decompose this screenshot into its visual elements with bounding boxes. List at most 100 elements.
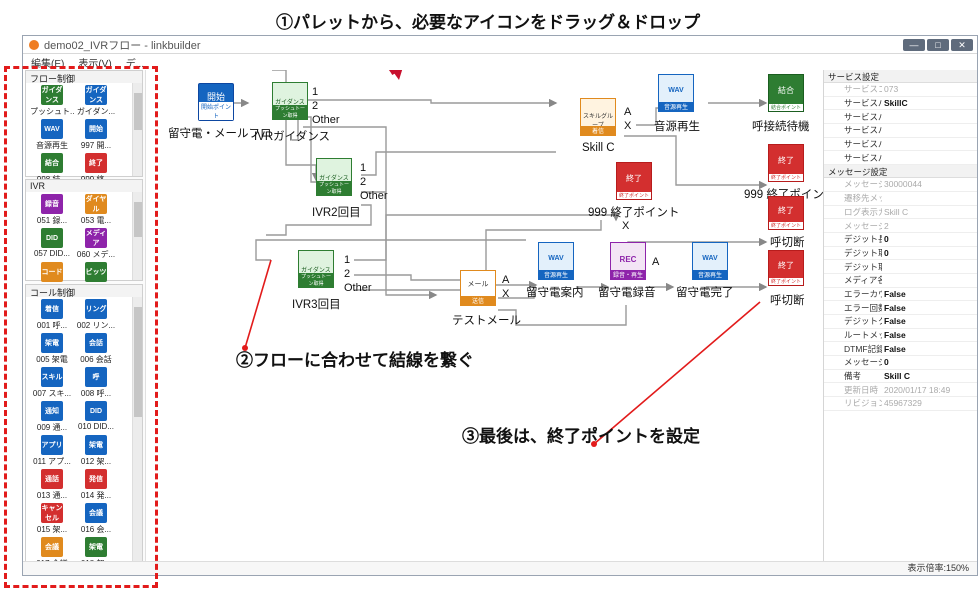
property-value[interactable]: False bbox=[884, 316, 906, 327]
node-end3[interactable]: 終了 終了ポイント bbox=[768, 196, 804, 230]
node-badge: 終了ポイント bbox=[769, 278, 803, 285]
property-row[interactable]: デジット取得...0 bbox=[824, 247, 977, 261]
palette-item-label: 060 メデ... bbox=[76, 250, 116, 259]
property-row[interactable]: メッセージ種...0 bbox=[824, 356, 977, 370]
property-key: メッセージ種別 bbox=[844, 220, 882, 231]
node-wav1[interactable]: WAV 音源再生 bbox=[658, 74, 694, 112]
menu-more[interactable]: デ... bbox=[125, 59, 145, 70]
node-end4[interactable]: 終了 終了ポイント bbox=[768, 250, 804, 286]
scrollbar[interactable] bbox=[132, 297, 142, 573]
flow-canvas[interactable]: 開始 開始ポイント 留守電・メールフロ ガイダンス再生 プッシュトーン取得 IV… bbox=[145, 70, 835, 575]
maximize-button[interactable]: □ bbox=[927, 38, 949, 51]
property-row[interactable]: メッセージ種別2 bbox=[824, 219, 977, 233]
palette-item-icon: 録音 bbox=[41, 194, 63, 214]
property-value[interactable]: 2 bbox=[884, 220, 889, 231]
property-value[interactable]: 2020/01/17 18:49 bbox=[884, 384, 951, 395]
property-value[interactable]: 0 bbox=[884, 357, 889, 368]
property-row[interactable]: ルートメッセー...False bbox=[824, 329, 977, 343]
property-row[interactable]: メッセージID30000044 bbox=[824, 178, 977, 192]
palette-item-icon: 終了 bbox=[85, 153, 107, 173]
property-row[interactable]: ログ表示ガイ...Skill C bbox=[824, 206, 977, 220]
property-row[interactable]: エラーカウント...False bbox=[824, 288, 977, 302]
property-row[interactable]: サービスパラメ... bbox=[824, 138, 977, 152]
node-ivr3[interactable]: ガイダンス再生 プッシュトーン取得 bbox=[298, 250, 334, 288]
node-rec[interactable]: REC 録音・再生 bbox=[610, 242, 646, 280]
property-row[interactable]: サービスパラメ... bbox=[824, 110, 977, 125]
property-value[interactable]: False bbox=[884, 302, 906, 313]
property-value[interactable]: Skill C bbox=[884, 371, 910, 382]
property-value[interactable]: 073 bbox=[884, 84, 899, 95]
property-value[interactable]: SkillC bbox=[884, 98, 908, 109]
scrollbar[interactable] bbox=[132, 83, 142, 176]
property-value[interactable]: False bbox=[884, 330, 906, 341]
palette-item-icon: コード bbox=[41, 262, 63, 282]
node-end2[interactable]: 終了 終了ポイント bbox=[616, 162, 652, 200]
node-end1[interactable]: 終了 終了ポイント bbox=[768, 144, 804, 182]
property-value[interactable]: 0 bbox=[884, 234, 889, 245]
service-settings-header[interactable]: サービス設定 bbox=[824, 70, 977, 83]
minimize-button[interactable]: — bbox=[903, 38, 925, 51]
property-row[interactable]: サービスパラメ... bbox=[824, 124, 977, 138]
node-badge: 着信 bbox=[581, 126, 615, 135]
close-button[interactable]: ✕ bbox=[951, 38, 973, 51]
node-skill[interactable]: スキルグループ 着信 bbox=[580, 98, 616, 136]
menu-edit[interactable]: 編集(E) bbox=[31, 59, 65, 70]
property-row[interactable]: デジット長0 bbox=[824, 233, 977, 247]
palette-item[interactable]: ガイダンスガイダン... bbox=[74, 85, 118, 121]
property-value[interactable]: 0 bbox=[884, 247, 889, 258]
menu-bar: 編集(E) 表示(V) デ... bbox=[23, 55, 153, 70]
node-label-mail: テストメール bbox=[452, 315, 521, 327]
node-ivr2[interactable]: ガイダンス再生 プッシュトーン取得 bbox=[316, 158, 352, 196]
property-row[interactable]: エラー回数クリ...False bbox=[824, 301, 977, 315]
property-row[interactable]: 遷移先メッセ... bbox=[824, 192, 977, 206]
menu-view[interactable]: 表示(V) bbox=[78, 59, 112, 70]
property-row[interactable]: デジット取得... bbox=[824, 260, 977, 274]
scrollbar[interactable] bbox=[132, 192, 142, 280]
property-row[interactable]: サービスパラメ...SkillC bbox=[824, 97, 977, 111]
property-row[interactable]: サービスパラメ... bbox=[824, 151, 977, 166]
node-start[interactable]: 開始 開始ポイント bbox=[198, 83, 234, 121]
property-row[interactable]: サービスコード073 bbox=[824, 83, 977, 97]
property-value[interactable]: Skill C bbox=[884, 206, 909, 217]
property-row[interactable]: デジットクリア...False bbox=[824, 315, 977, 329]
property-row[interactable]: リビジョン45967329 bbox=[824, 397, 977, 411]
node-label-wav2: 留守電案内 bbox=[526, 287, 584, 299]
message-settings-header[interactable]: メッセージ設定 bbox=[824, 165, 977, 179]
node-wav3[interactable]: WAV 音源再生 bbox=[692, 242, 728, 280]
node-wav2[interactable]: WAV 音源再生 bbox=[538, 242, 574, 280]
property-value[interactable]: False bbox=[884, 288, 906, 299]
property-value[interactable]: False bbox=[884, 343, 906, 354]
node-ivr[interactable]: ガイダンス再生 プッシュトーン取得 bbox=[272, 82, 308, 120]
property-value[interactable]: 45967329 bbox=[884, 398, 922, 409]
property-row[interactable]: DTMF記録フ...False bbox=[824, 342, 977, 357]
palette-item-label: 005 架電 bbox=[36, 355, 68, 364]
palette-item[interactable]: ガイダンスプッシュト... bbox=[30, 85, 74, 121]
property-value[interactable]: 30000044 bbox=[884, 179, 922, 190]
node-mail[interactable]: メール 送信 bbox=[460, 270, 496, 306]
node-join[interactable]: 結合 結合ポイント bbox=[768, 74, 804, 112]
section-title: フロー制御 bbox=[26, 71, 142, 84]
property-row[interactable]: メディア名称 bbox=[824, 274, 977, 288]
